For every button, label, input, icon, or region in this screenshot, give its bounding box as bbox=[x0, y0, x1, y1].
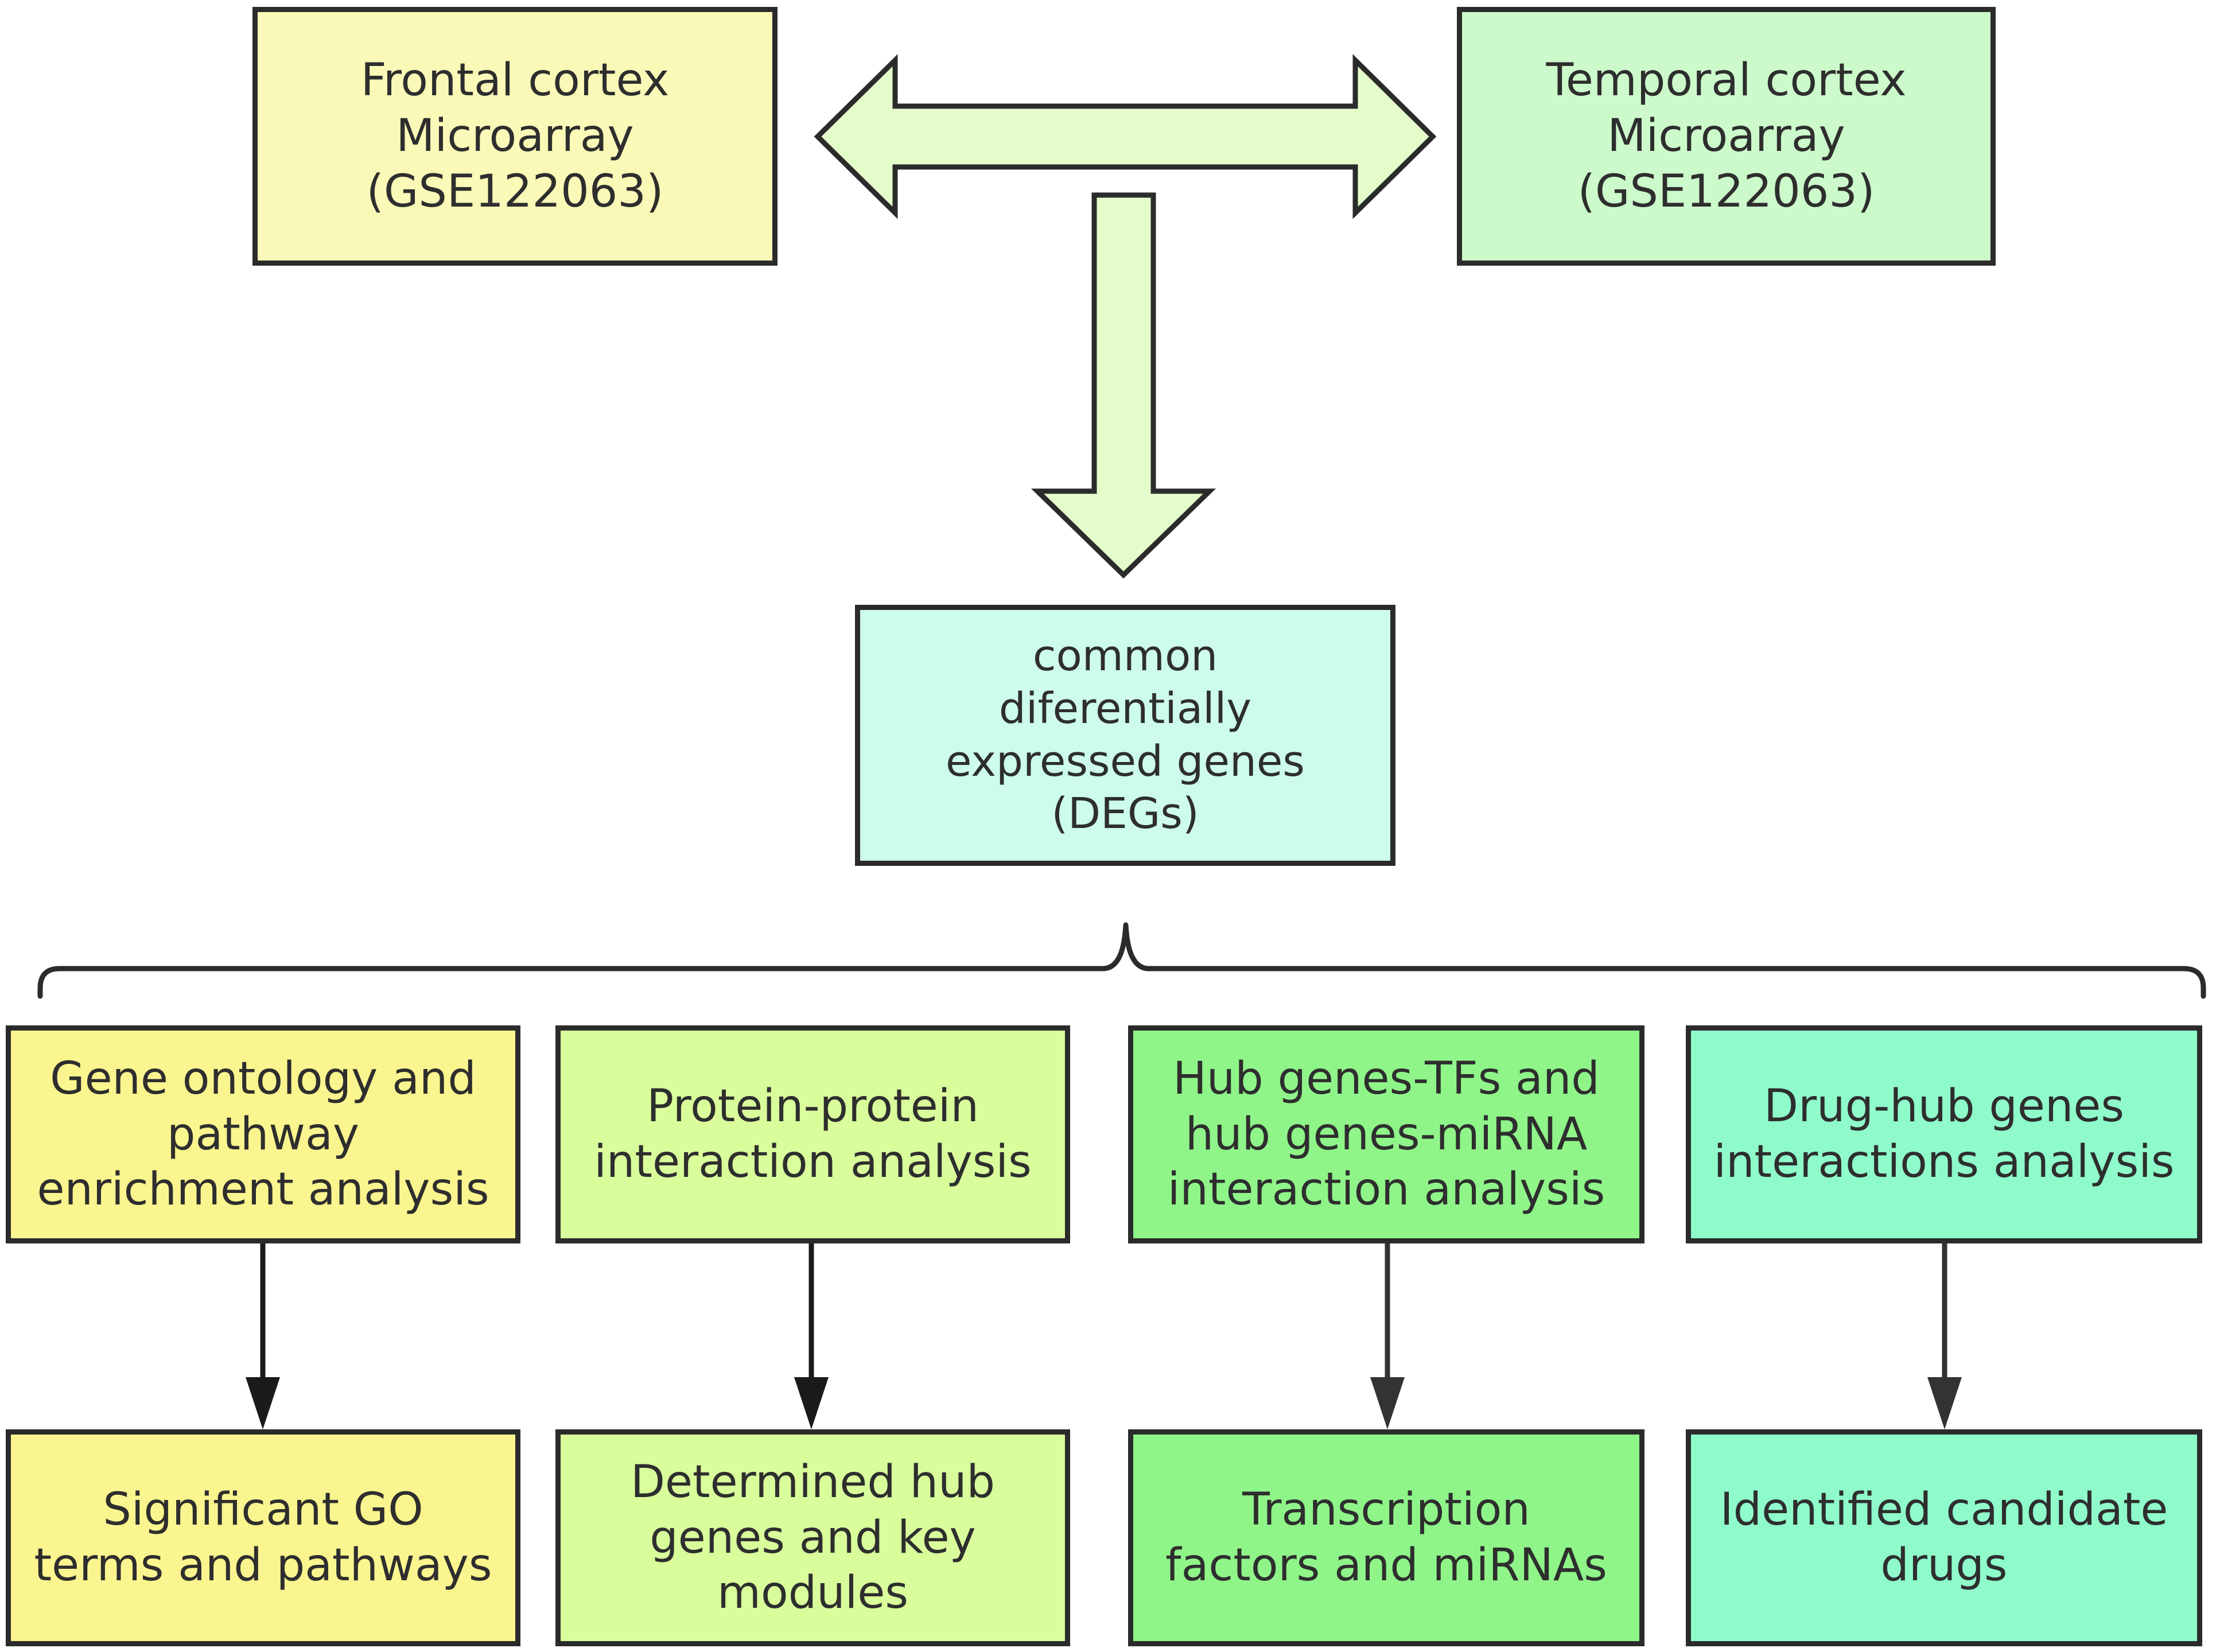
temporal-cortex-line-2: Microarray bbox=[1607, 110, 1845, 162]
drug-hub-analysis-box: Drug-hub genes interactions analysis bbox=[1686, 1025, 2202, 1243]
arrow-tf bbox=[1370, 1243, 1405, 1429]
ppi-result-line-3: modules bbox=[717, 1567, 908, 1619]
degs-line-3: expressed genes bbox=[946, 736, 1305, 786]
tf-mirna-result-box: Transcription factors and miRNAs bbox=[1128, 1429, 1644, 1646]
tf-result-line-1: Transcription bbox=[1242, 1484, 1530, 1536]
arrow-go bbox=[246, 1243, 280, 1429]
ppi-analysis-line-1: Protein-protein bbox=[647, 1080, 979, 1133]
tf-result-line-2: factors and miRNAs bbox=[1165, 1540, 1607, 1591]
frontal-cortex-line-1: Frontal cortex bbox=[360, 55, 670, 107]
curly-brace bbox=[37, 922, 2206, 999]
ppi-result-line-2: genes and key bbox=[650, 1511, 976, 1564]
go-result-line-1: Significant GO bbox=[103, 1484, 423, 1536]
ppi-result-line-1: Determined hub bbox=[630, 1456, 996, 1508]
ppi-analysis-line-2: interaction analysis bbox=[594, 1136, 1032, 1188]
hub-genes-result-box: Determined hub genes and key modules bbox=[555, 1429, 1070, 1646]
drug-result-line-1: Identified candidate bbox=[1720, 1484, 2168, 1536]
candidate-drugs-result-box: Identified candidate drugs bbox=[1686, 1429, 2202, 1646]
go-result-line-2: terms and pathways bbox=[34, 1540, 492, 1591]
drug-analysis-line-1: Drug-hub genes bbox=[1764, 1080, 2124, 1133]
tf-mirna-analysis-box: Hub genes-TFs and hub genes-miRNA intera… bbox=[1128, 1025, 1644, 1243]
degs-line-1: common bbox=[1032, 631, 1218, 681]
common-degs-box: common diferentially expressed genes (DE… bbox=[855, 605, 1395, 866]
drug-analysis-line-2: interactions analysis bbox=[1713, 1136, 2175, 1188]
temporal-cortex-box: Temporal cortex Microarray (GSE122063) bbox=[1457, 7, 1996, 266]
down-block-arrow bbox=[1031, 192, 1216, 579]
tf-analysis-line-2: hub genes-miRNA bbox=[1185, 1108, 1588, 1160]
go-analysis-line-2: pathway bbox=[166, 1108, 360, 1160]
arrow-drug bbox=[1927, 1243, 1962, 1429]
double-headed-arrow bbox=[814, 54, 1437, 219]
frontal-cortex-line-3: (GSE122063) bbox=[366, 165, 664, 217]
tf-analysis-line-3: interaction analysis bbox=[1167, 1164, 1605, 1216]
ppi-analysis-box: Protein-protein interaction analysis bbox=[555, 1025, 1070, 1243]
arrow-ppi bbox=[794, 1243, 829, 1429]
go-terms-result-box: Significant GO terms and pathways bbox=[6, 1429, 520, 1646]
frontal-cortex-line-2: Microarray bbox=[396, 110, 634, 162]
go-analysis-line-1: Gene ontology and bbox=[50, 1052, 476, 1105]
go-enrichment-analysis-box: Gene ontology and pathway enrichment ana… bbox=[6, 1025, 520, 1243]
tf-analysis-line-1: Hub genes-TFs and bbox=[1173, 1052, 1600, 1105]
degs-line-4: (DEGs) bbox=[1051, 789, 1199, 839]
frontal-cortex-box: Frontal cortex Microarray (GSE122063) bbox=[252, 7, 777, 266]
temporal-cortex-line-1: Temporal cortex bbox=[1546, 55, 1907, 107]
temporal-cortex-line-3: (GSE122063) bbox=[1577, 165, 1875, 217]
degs-line-2: diferentially bbox=[998, 683, 1252, 733]
drug-result-line-2: drugs bbox=[1880, 1540, 2008, 1591]
go-analysis-line-3: enrichment analysis bbox=[37, 1164, 489, 1216]
